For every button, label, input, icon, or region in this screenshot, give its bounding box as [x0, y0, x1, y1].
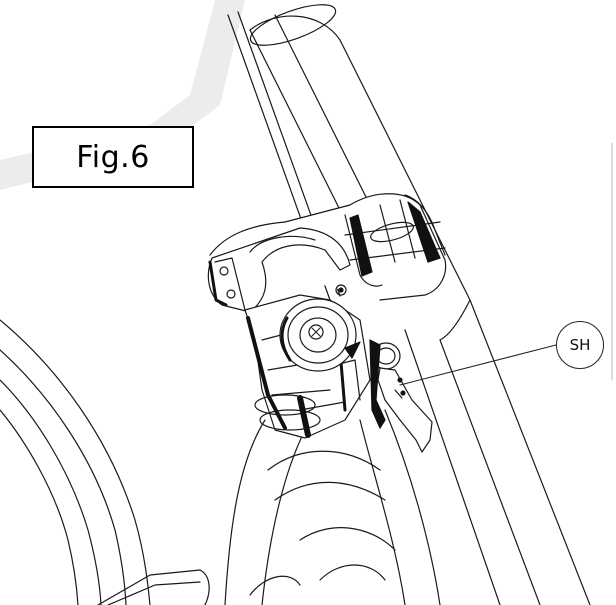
quick-release-lever — [369, 339, 433, 453]
figure-label: Fig.6 — [76, 139, 150, 175]
callout-leader-line — [399, 344, 557, 386]
head-tube — [224, 409, 441, 605]
callout-label: SH — [569, 336, 591, 354]
bottom-frame — [97, 569, 210, 605]
clamp-arm — [207, 227, 351, 313]
clamp-knob — [279, 298, 361, 372]
figure-label-box: Fig.6 — [32, 126, 194, 188]
seat-stay-curves — [0, 319, 151, 605]
callout-sh: SH — [556, 321, 604, 369]
